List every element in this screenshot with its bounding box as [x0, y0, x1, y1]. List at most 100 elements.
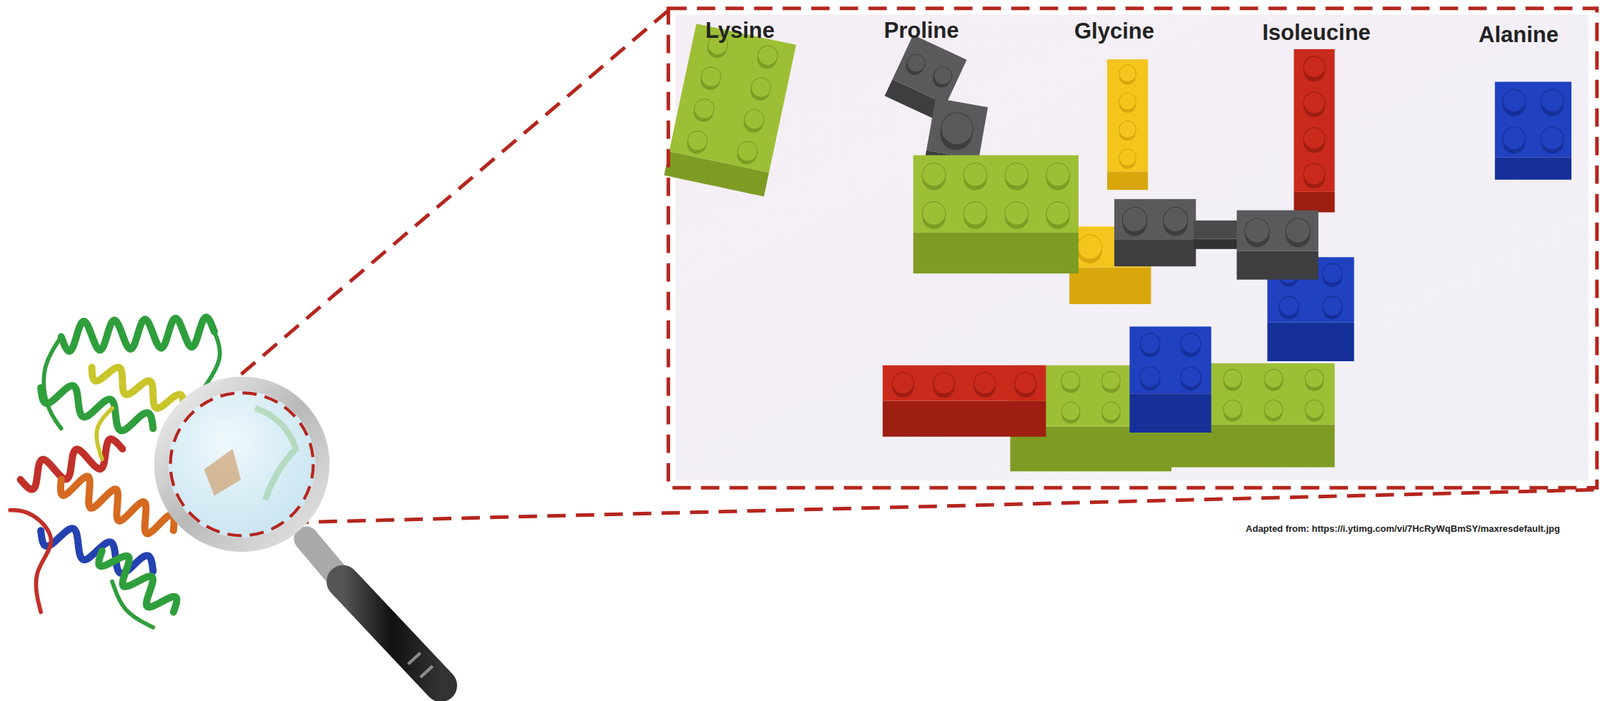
lego-brick [1129, 326, 1211, 433]
coil-ribbon [43, 337, 61, 430]
brick-stud [1322, 296, 1343, 316]
brick-side [1236, 251, 1318, 280]
brick-stud [892, 372, 914, 395]
helix-ribbon [61, 317, 215, 352]
zoom-box [668, 8, 1598, 488]
lens-ring [161, 383, 323, 545]
brick-stud [1061, 402, 1080, 421]
zoom-frame [219, 8, 1598, 523]
brick-stud [735, 140, 760, 164]
brick-stud [1119, 65, 1137, 83]
lego-brick [1114, 199, 1196, 267]
brick-stud [1005, 202, 1029, 226]
lego-brick [1193, 220, 1239, 250]
brick-stud [1102, 371, 1121, 390]
brick-stud [1046, 202, 1070, 226]
lego-brick [1495, 82, 1572, 180]
handle-stripe [420, 666, 433, 678]
brick-top [892, 35, 967, 105]
brick-stud [938, 110, 976, 148]
brick-side [882, 401, 1047, 438]
brick-stud [1305, 400, 1324, 419]
lego-brick [1236, 210, 1318, 280]
brick-stud [1264, 400, 1283, 419]
brick-side [913, 232, 1079, 274]
brick-stud [1046, 162, 1070, 187]
coil-ribbon [112, 582, 153, 628]
brick-stud [1303, 127, 1325, 150]
brick-stud [1122, 207, 1147, 232]
amino-acid-label: Glycine [1074, 18, 1155, 45]
handle-stripe [407, 653, 420, 665]
brick-stud [1279, 296, 1299, 316]
brick-stud [974, 372, 996, 395]
brick-stud [1540, 127, 1564, 150]
amino-acid-label: Isoleucine [1262, 20, 1371, 46]
brick-stud [932, 372, 955, 395]
amino-acid-label: Lysine [705, 17, 775, 44]
lego-brick [913, 155, 1079, 274]
brick-side [1193, 239, 1239, 250]
brick-stud [1303, 163, 1325, 185]
brick-stud [756, 44, 780, 68]
brick-stud [1285, 218, 1310, 243]
lego-brick [1107, 59, 1148, 190]
handle [342, 582, 441, 687]
brick-stud [1180, 333, 1201, 354]
brick-top [913, 155, 1079, 233]
brick-stud [699, 65, 723, 89]
lens-ribbon [255, 408, 296, 501]
brick-stud [1005, 162, 1029, 187]
brick-stud [1119, 149, 1137, 167]
brick-stud [1061, 371, 1080, 390]
brick-stud [1180, 367, 1201, 388]
brick-stud [742, 107, 767, 132]
brick-top [1495, 82, 1572, 158]
brick-top [1107, 59, 1148, 172]
brick-top [1293, 49, 1335, 193]
brick-stud [1502, 127, 1526, 150]
lens-ribbon [204, 449, 241, 497]
brick-top [1129, 326, 1211, 394]
brick-side [1495, 157, 1572, 180]
brick-top [669, 23, 797, 173]
brick-stud [692, 97, 717, 121]
helix-ribbon [92, 367, 185, 408]
lens-dashed-circle [170, 392, 314, 536]
photo-background [675, 14, 1590, 481]
brick-top [926, 97, 988, 160]
brick-stud [1322, 263, 1343, 283]
brick-stud [1245, 218, 1270, 243]
helix-ribbon [20, 439, 123, 490]
brick-side [1114, 240, 1196, 267]
brick-stud [931, 64, 955, 88]
amino-acid-label: Alanine [1478, 22, 1559, 48]
brick-stud [922, 162, 946, 187]
coil-ribbon [96, 408, 113, 460]
brick-stud [685, 129, 710, 153]
brick-top [1236, 210, 1318, 252]
source-note: Adapted from: https://i.ytimg.com/vi/7Hc… [1245, 523, 1560, 535]
lego-brick [664, 23, 797, 197]
lego-brick [882, 365, 1047, 438]
brick-stud [963, 162, 988, 187]
brick-stud [1223, 369, 1243, 388]
brick-side [1293, 192, 1335, 213]
brick-top [1193, 220, 1239, 240]
coil-ribbon [10, 510, 51, 613]
brick-stud [1015, 372, 1037, 395]
brick-side [1069, 267, 1151, 305]
brick-stud [1119, 92, 1137, 110]
brick-stud [1264, 369, 1283, 388]
brick-stud [922, 202, 946, 226]
lens [168, 390, 316, 538]
brick-stud [1540, 89, 1564, 113]
brick-stud [1163, 207, 1188, 232]
brick-side [1107, 171, 1148, 190]
brick-stud [904, 51, 928, 75]
brick-stud [1223, 400, 1243, 419]
brick-top [1114, 199, 1196, 240]
brick-stud [1102, 402, 1121, 421]
brick-stud [963, 202, 988, 226]
